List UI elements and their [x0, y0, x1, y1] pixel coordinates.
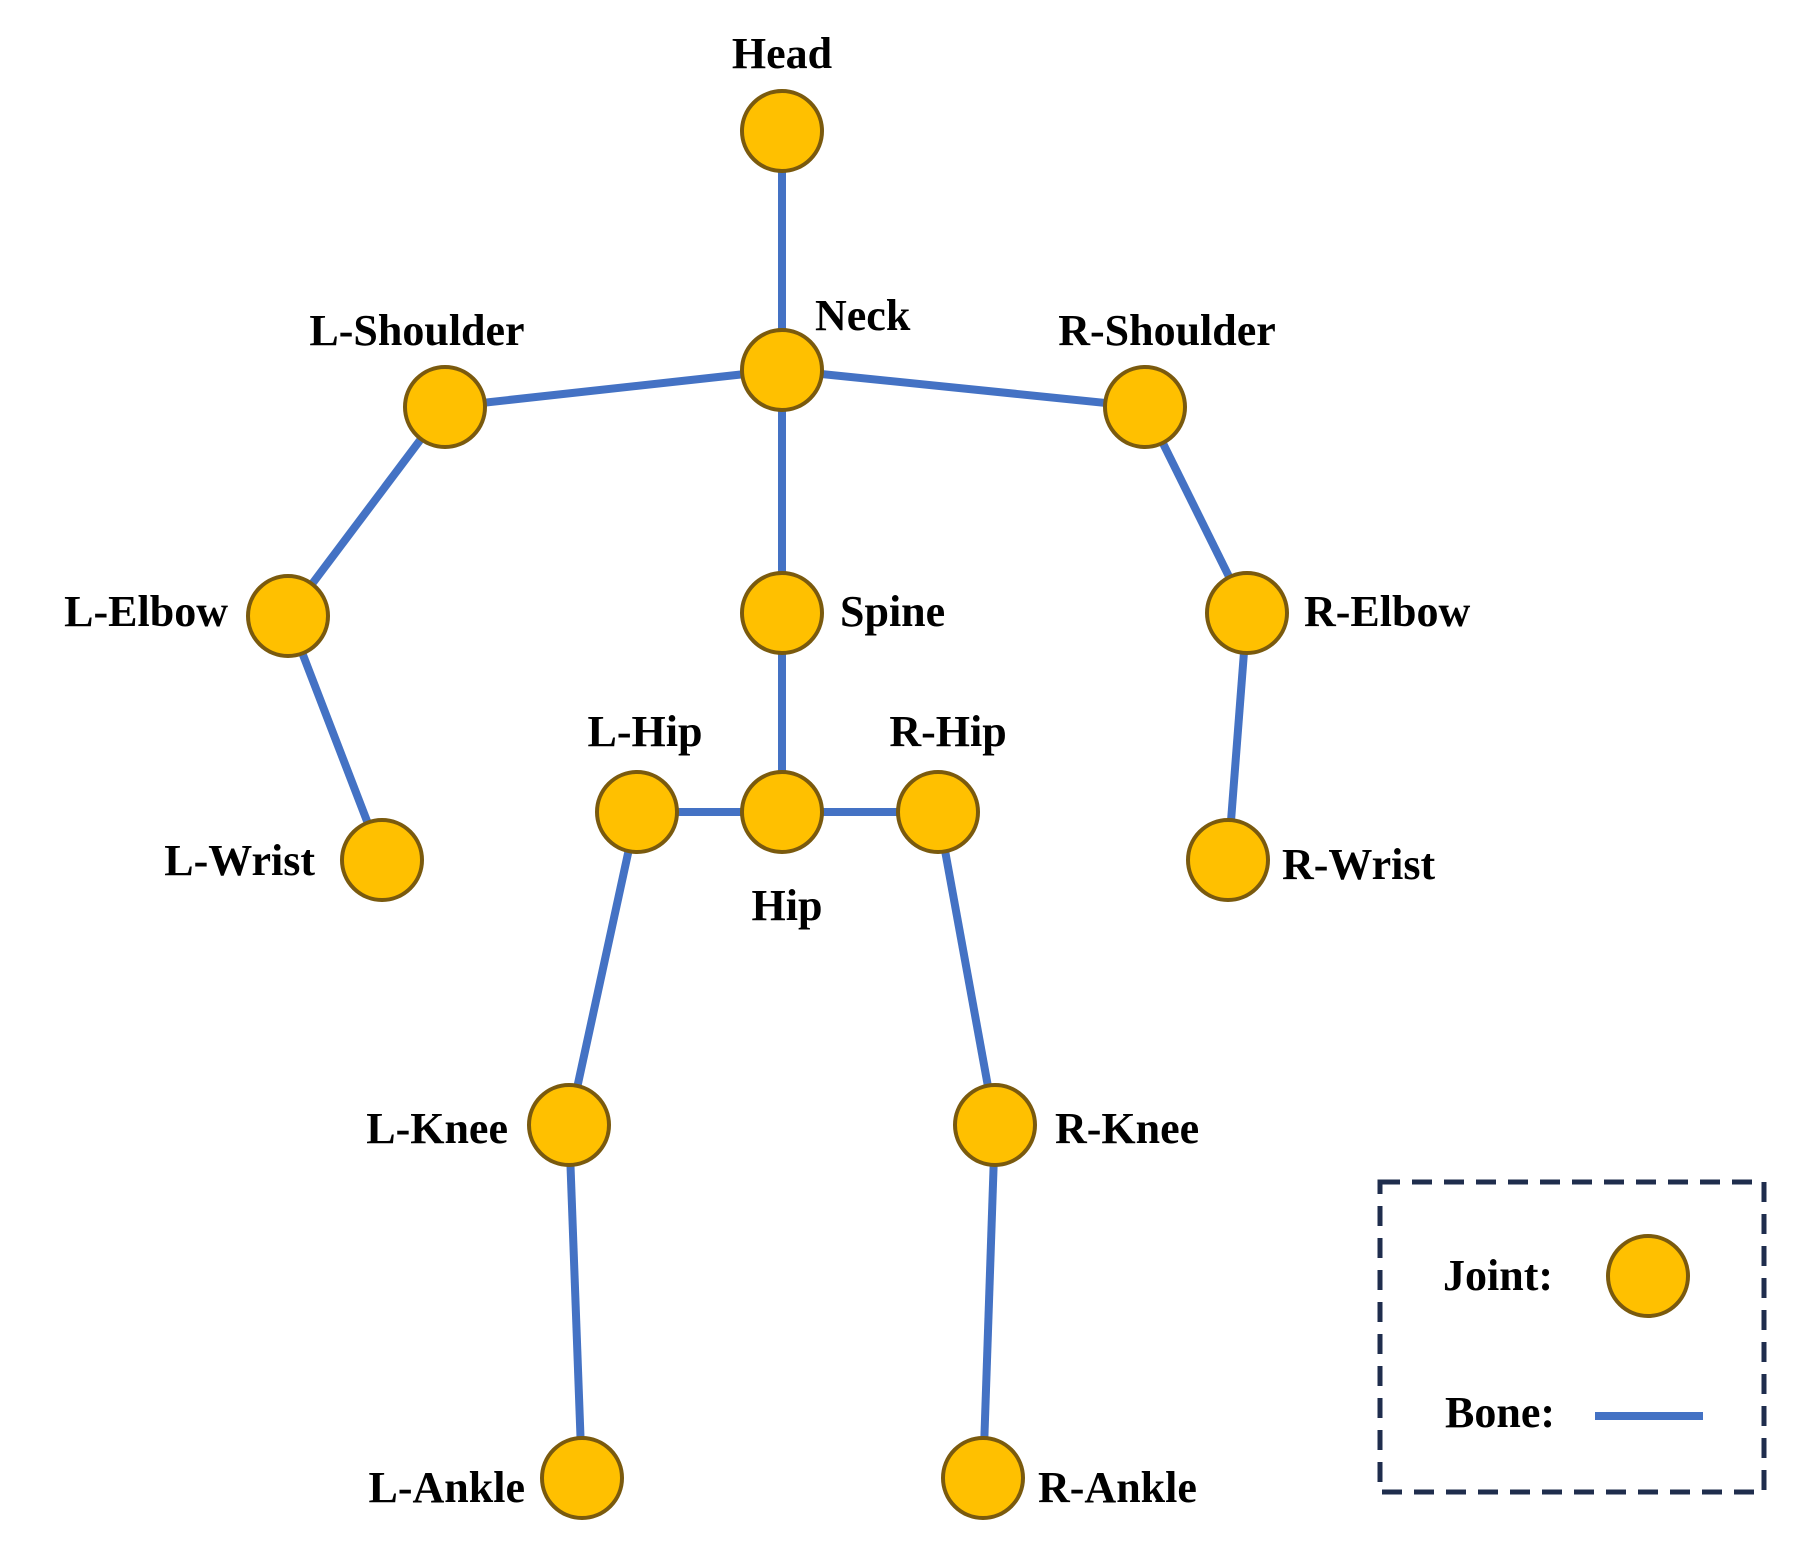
joint-label-neck: Neck	[815, 291, 911, 340]
joint-label-r-hip: R-Hip	[889, 707, 1006, 756]
joint-l-knee	[527, 1083, 611, 1167]
joint-r-shoulder	[1103, 365, 1187, 449]
joint-label-r-shoulder: R-Shoulder	[1058, 306, 1276, 355]
joint-spine	[740, 571, 824, 655]
bone-l-shoulder-to-l-elbow	[284, 404, 449, 619]
joint-label-l-knee: L-Knee	[366, 1104, 508, 1153]
joint-r-hip	[896, 770, 980, 854]
joint-r-wrist	[1186, 818, 1270, 902]
joint-label-r-ankle: R-Ankle	[1038, 1463, 1197, 1512]
joint-head	[740, 89, 824, 173]
joint-neck	[740, 328, 824, 412]
joint-label-l-elbow: L-Elbow	[64, 587, 228, 636]
joints-layer	[246, 89, 1289, 1520]
joint-l-shoulder	[403, 365, 487, 449]
joint-r-elbow	[1205, 571, 1289, 655]
joint-label-head: Head	[732, 29, 832, 78]
legend-joint-swatch	[1606, 1234, 1690, 1318]
bone-neck-to-l-shoulder	[444, 366, 783, 411]
legend-border	[1377, 1179, 1767, 1495]
legend-joint-label: Joint:	[1443, 1251, 1553, 1300]
joint-label-hip: Hip	[752, 881, 823, 930]
bone-l-elbow-to-l-wrist	[284, 614, 386, 862]
joint-label-spine: Spine	[840, 587, 945, 636]
joint-label-r-wrist: R-Wrist	[1282, 840, 1436, 889]
joint-label-l-wrist: L-Wrist	[164, 836, 315, 885]
joint-label-l-hip: L-Hip	[588, 707, 703, 756]
bone-r-knee-to-r-ankle	[979, 1124, 999, 1479]
joint-l-hip	[595, 770, 679, 854]
legend: Joint: Bone:	[1377, 1179, 1767, 1495]
bone-r-hip-to-r-knee	[934, 811, 999, 1126]
joint-label-r-knee: R-Knee	[1055, 1104, 1199, 1153]
joint-l-wrist	[340, 818, 424, 902]
joint-label-r-elbow: R-Elbow	[1304, 587, 1470, 636]
joint-hip	[740, 770, 824, 854]
joint-l-elbow	[246, 574, 330, 658]
legend-bone-label: Bone:	[1445, 1388, 1555, 1437]
joint-r-knee	[953, 1083, 1037, 1167]
joint-r-ankle	[941, 1436, 1025, 1520]
joint-l-ankle	[540, 1436, 624, 1520]
joint-label-l-shoulder: L-Shoulder	[309, 306, 524, 355]
bone-l-knee-to-l-ankle	[565, 1124, 586, 1479]
bone-l-hip-to-l-knee	[565, 811, 641, 1126]
joint-label-l-ankle: L-Ankle	[369, 1463, 525, 1512]
bone-neck-to-r-shoulder	[781, 366, 1146, 411]
